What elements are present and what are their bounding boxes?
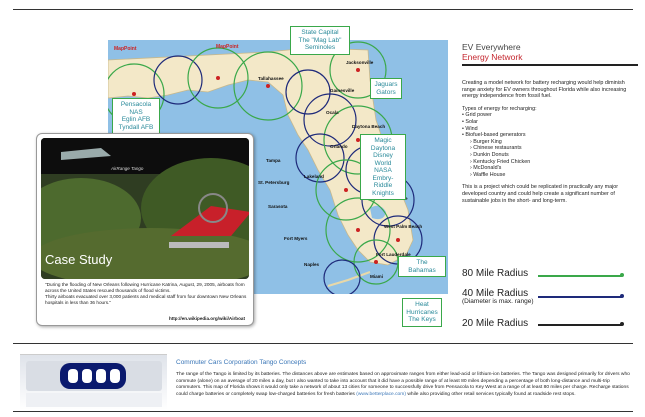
energy-types-list: • Grid power • Solar • Wind • Biofuel-ba… [462, 112, 634, 178]
city-label: Lakeland [304, 174, 324, 179]
list-item: • Biofuel-based generators [462, 132, 526, 139]
bottom-text: The range of the Tango is limited by its… [176, 372, 630, 397]
types-heading: Types of energy for recharging: [462, 105, 537, 112]
legend-dot-40 [620, 294, 624, 298]
legend-dot-20 [620, 322, 624, 326]
city-label: Miami [370, 274, 384, 279]
list-item: • Wind [462, 125, 478, 132]
city-marker [266, 84, 270, 88]
description: Creating a model network for battery rec… [462, 80, 634, 210]
tango-car-image [20, 354, 167, 410]
city-label: Sarasota [268, 204, 288, 209]
photo-graphic [41, 138, 249, 279]
radius-circle [325, 197, 391, 263]
city-marker [356, 138, 360, 142]
vehicle-label: AirRange Tango [111, 166, 144, 171]
case-study-link[interactable]: http://en.wikipedia.org/wiki/Airboat [168, 316, 245, 321]
list-item: › Dunkin Donuts [470, 151, 509, 158]
radius-circle [303, 93, 357, 147]
keys-land [327, 271, 371, 287]
case-paragraph: "During the flooding of New Orleans foll… [45, 282, 245, 293]
city-label: Daytona Beach [352, 124, 386, 129]
legend-line-40 [538, 296, 622, 298]
case-paragraph: Thirty airboats evacuated over 3,000 pat… [45, 294, 247, 305]
airboat-photo: AirRange Tango [41, 138, 249, 279]
radius-circle [153, 55, 203, 105]
case-study-text: "During the flooding of New Orleans foll… [45, 282, 249, 306]
city-marker [356, 228, 360, 232]
radius-circle [233, 51, 303, 121]
betterplace-link[interactable]: (www.betterplace.com) [356, 391, 406, 397]
city-marker [216, 76, 220, 80]
radius-circle [295, 133, 345, 183]
tango-graphic [26, 361, 162, 407]
list-item: › Burger King [470, 138, 502, 145]
city-label: Fort Lauderdale [376, 252, 411, 257]
legend-line-80 [538, 275, 622, 277]
bottom-title: Commuter Cars Corporation Tango Concepts [176, 359, 307, 366]
legend-80-mile: 80 Mile Radius [462, 268, 529, 279]
city-marker [132, 92, 136, 96]
city-marker [396, 238, 400, 242]
legend-20-mile: 20 Mile Radius [462, 318, 529, 329]
list-item: • Grid power [462, 112, 492, 119]
callout-bahamas: The Bahamas [398, 256, 446, 277]
city-label: Tampa [266, 158, 281, 163]
city-label: Orlando [330, 144, 348, 149]
title-underline [462, 64, 638, 66]
case-study-title: Case Study [45, 252, 113, 267]
bottom-rule [13, 411, 633, 412]
list-item: › Kentucky Fried Chicken [470, 158, 531, 165]
top-rule [13, 9, 633, 10]
city-label: Gainesville [330, 88, 355, 93]
city-label: St. Petersburg [258, 180, 290, 185]
radius-circle [187, 47, 249, 109]
city-label: West Palm Beach [384, 224, 423, 229]
city-marker [344, 188, 348, 192]
city-label: Naples [304, 262, 320, 267]
florida-land [108, 47, 414, 266]
list-item: › Chinese restaurants [470, 145, 522, 152]
city-label: Ocala [326, 110, 339, 115]
map-graphic [108, 41, 423, 294]
city-label: Jacksonville [346, 60, 374, 65]
closing-text: This is a project which could be replica… [462, 184, 619, 204]
city-label: Tallahassee [258, 76, 284, 81]
mappoint-logo: MapPoint [114, 46, 137, 52]
legend-dot-80 [620, 273, 624, 277]
city-marker [374, 260, 378, 264]
list-item: › Waffle House [470, 171, 506, 178]
middle-rule [13, 343, 633, 344]
city-label: Fort Myers [284, 236, 308, 241]
radius-circle [323, 259, 361, 294]
mappoint-logo: MapPoint [216, 44, 239, 50]
list-item: • Solar [462, 118, 478, 125]
legend-line-20 [538, 324, 622, 326]
city-marker [356, 68, 360, 72]
case-study-panel: AirRange Tango Case Study "During the fl… [36, 133, 254, 326]
radius-circle [329, 41, 387, 99]
legend-40-mile: 40 Mile Radius (Diameter is max. range) [462, 288, 534, 305]
section-title: EV Everywhere Energy Network [462, 42, 523, 62]
intro-text: Creating a model network for battery rec… [462, 80, 627, 100]
radius-circle [285, 69, 331, 115]
list-item: › McDonald's [470, 165, 502, 172]
